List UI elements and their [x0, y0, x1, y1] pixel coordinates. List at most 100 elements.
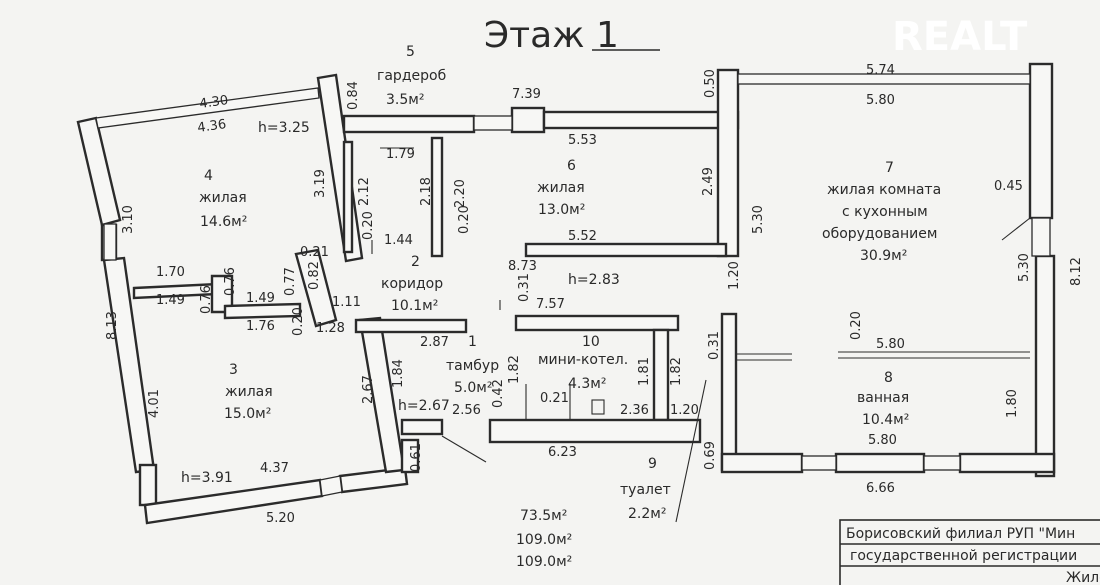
room-5-name: гардероб	[377, 68, 446, 84]
dimension-label: 5.52	[568, 229, 597, 244]
wall-room3-bottom	[143, 478, 324, 525]
wall-vestibule-lower	[400, 438, 420, 474]
stamp-line-2: государственной регистрации	[850, 548, 1077, 564]
dimension-label: 4.01	[147, 389, 162, 418]
dimension-label: 5.20	[266, 511, 295, 526]
wall-corridor-left	[342, 140, 354, 254]
floor-title: Этаж 1	[484, 15, 619, 56]
wall-bathroom-bottom-c	[958, 452, 1056, 474]
dimension-label: 0.76	[223, 267, 238, 296]
dimension-label: 5.80	[876, 337, 905, 352]
room-7-area: 30.9м²	[860, 248, 907, 264]
window-bathroom-b	[923, 455, 961, 471]
dimension-label: 1.44	[384, 233, 413, 248]
dimension-label: 0.20	[849, 311, 864, 340]
dimension-label: 2.20	[453, 179, 468, 208]
dimension-label: 0.31	[517, 273, 532, 302]
room-8-number: 8	[884, 370, 893, 386]
dimension-label: 0.61	[409, 443, 424, 472]
wall-vestibule-door	[400, 418, 444, 436]
dimension-label: 4.30	[198, 93, 229, 112]
room-7-name-line2: с кухонным	[842, 204, 928, 220]
dimension-label: 1.82	[669, 357, 684, 386]
dimension-label: 1.80	[1005, 389, 1020, 418]
room-9-name: туалет	[620, 482, 671, 498]
wall-room6-bottom	[524, 242, 728, 258]
room-labels: 5 гардероб 3.5м² 6 жилая 13.0м² 7 жилая …	[199, 44, 941, 522]
wall-room8-right	[1034, 254, 1056, 478]
dimension-label: 0.21	[300, 245, 329, 260]
room-10-area: 4.3м²	[568, 376, 606, 392]
interior-lines	[371, 147, 1031, 523]
dimension-label: 1.28	[316, 321, 345, 336]
ceiling-heights: h=3.25 h=2.83 h=2.67 h=3.91	[181, 120, 620, 486]
window-bathroom-a	[801, 455, 837, 471]
window-room7-right	[1031, 217, 1051, 257]
dimension-label: 0.77	[283, 267, 298, 296]
wall-room7-right	[1028, 62, 1054, 220]
room-9-area: 2.2м²	[628, 506, 666, 522]
wall-top-column	[510, 106, 546, 134]
dimension-label: 2.56	[452, 403, 481, 418]
wall-top-room6	[542, 110, 740, 130]
room-4-name: жилая	[199, 190, 247, 206]
stamp-line-3: Жило	[1066, 570, 1100, 585]
dimension-label: 1.70	[156, 265, 185, 280]
dimension-label: 5.74	[866, 63, 895, 78]
room-8-area: 10.4м²	[862, 412, 909, 428]
room-1-number: 1	[468, 334, 477, 350]
dimension-label: 6.66	[866, 481, 895, 496]
dimension-label: 0.42	[491, 379, 506, 408]
height-label: h=3.91	[181, 470, 233, 486]
wall-room4-left	[76, 116, 122, 227]
dimension-label: 1.20	[727, 261, 742, 290]
room-6-number: 6	[567, 158, 576, 174]
window-room7-top	[737, 73, 1031, 85]
dimension-label: 3.19	[313, 169, 328, 198]
dimension-label: 2.36	[620, 403, 649, 418]
window-room3-bottom	[319, 475, 343, 497]
total-living-area: 73.5м²	[520, 508, 567, 524]
stamp-line-1: Борисовский филиал РУП "Мин	[846, 526, 1075, 542]
dimension-label: 1.82	[507, 355, 522, 384]
room-4-number: 4	[204, 168, 213, 184]
dimension-label: 5.80	[866, 93, 895, 108]
wall-boiler-right	[652, 328, 670, 422]
dimension-label: 1.20	[670, 403, 699, 418]
room-3-name: жилая	[225, 384, 273, 400]
dimension-label: 1.81	[637, 357, 652, 386]
wall-corner-left	[138, 463, 158, 507]
area-totals: 73.5м² 109.0м² 109.0м²	[516, 508, 572, 570]
watermark-logo: REALT	[892, 14, 1028, 60]
dimension-label: 5.30	[1017, 253, 1032, 282]
dimension-labels: 4.30 4.36 0.84 7.39 0.50 5.74 5.80 5.53 …	[105, 63, 1084, 526]
room-7-name-line1: жилая комната	[827, 182, 941, 198]
wall-bathroom-bottom-a	[720, 452, 804, 474]
dimension-label: 0.69	[703, 441, 718, 470]
room-9-number: 9	[648, 456, 657, 472]
dimension-label: 0.31	[707, 331, 722, 360]
height-label: h=2.67	[398, 398, 450, 414]
wall-partition-c	[223, 302, 302, 320]
dimension-label: 0.20	[361, 211, 376, 240]
stamp-frame	[839, 519, 1100, 585]
wall-top-wardrobe	[342, 114, 476, 134]
window-top-mid	[473, 115, 513, 131]
dimension-label: 0.45	[994, 179, 1023, 194]
dimension-label: 0.84	[346, 81, 361, 110]
room-3-number: 3	[229, 362, 238, 378]
room-1-area: 5.0м²	[454, 380, 492, 396]
dimension-label: 7.39	[512, 87, 541, 102]
room-1-name: тамбур	[446, 358, 499, 374]
dimension-label: 2.87	[420, 335, 449, 350]
room-3-area: 15.0м²	[224, 406, 271, 422]
dimension-label: 5.30	[751, 205, 766, 234]
dimension-label: 1.49	[156, 293, 185, 308]
dimension-label: 0.82	[307, 261, 322, 290]
dimension-label: 0.21	[540, 391, 569, 406]
dimension-label: 4.36	[196, 117, 227, 136]
dimension-label: 2.12	[357, 177, 372, 206]
wall-vestibule-top	[354, 318, 468, 334]
room-5-number: 5	[406, 44, 415, 60]
